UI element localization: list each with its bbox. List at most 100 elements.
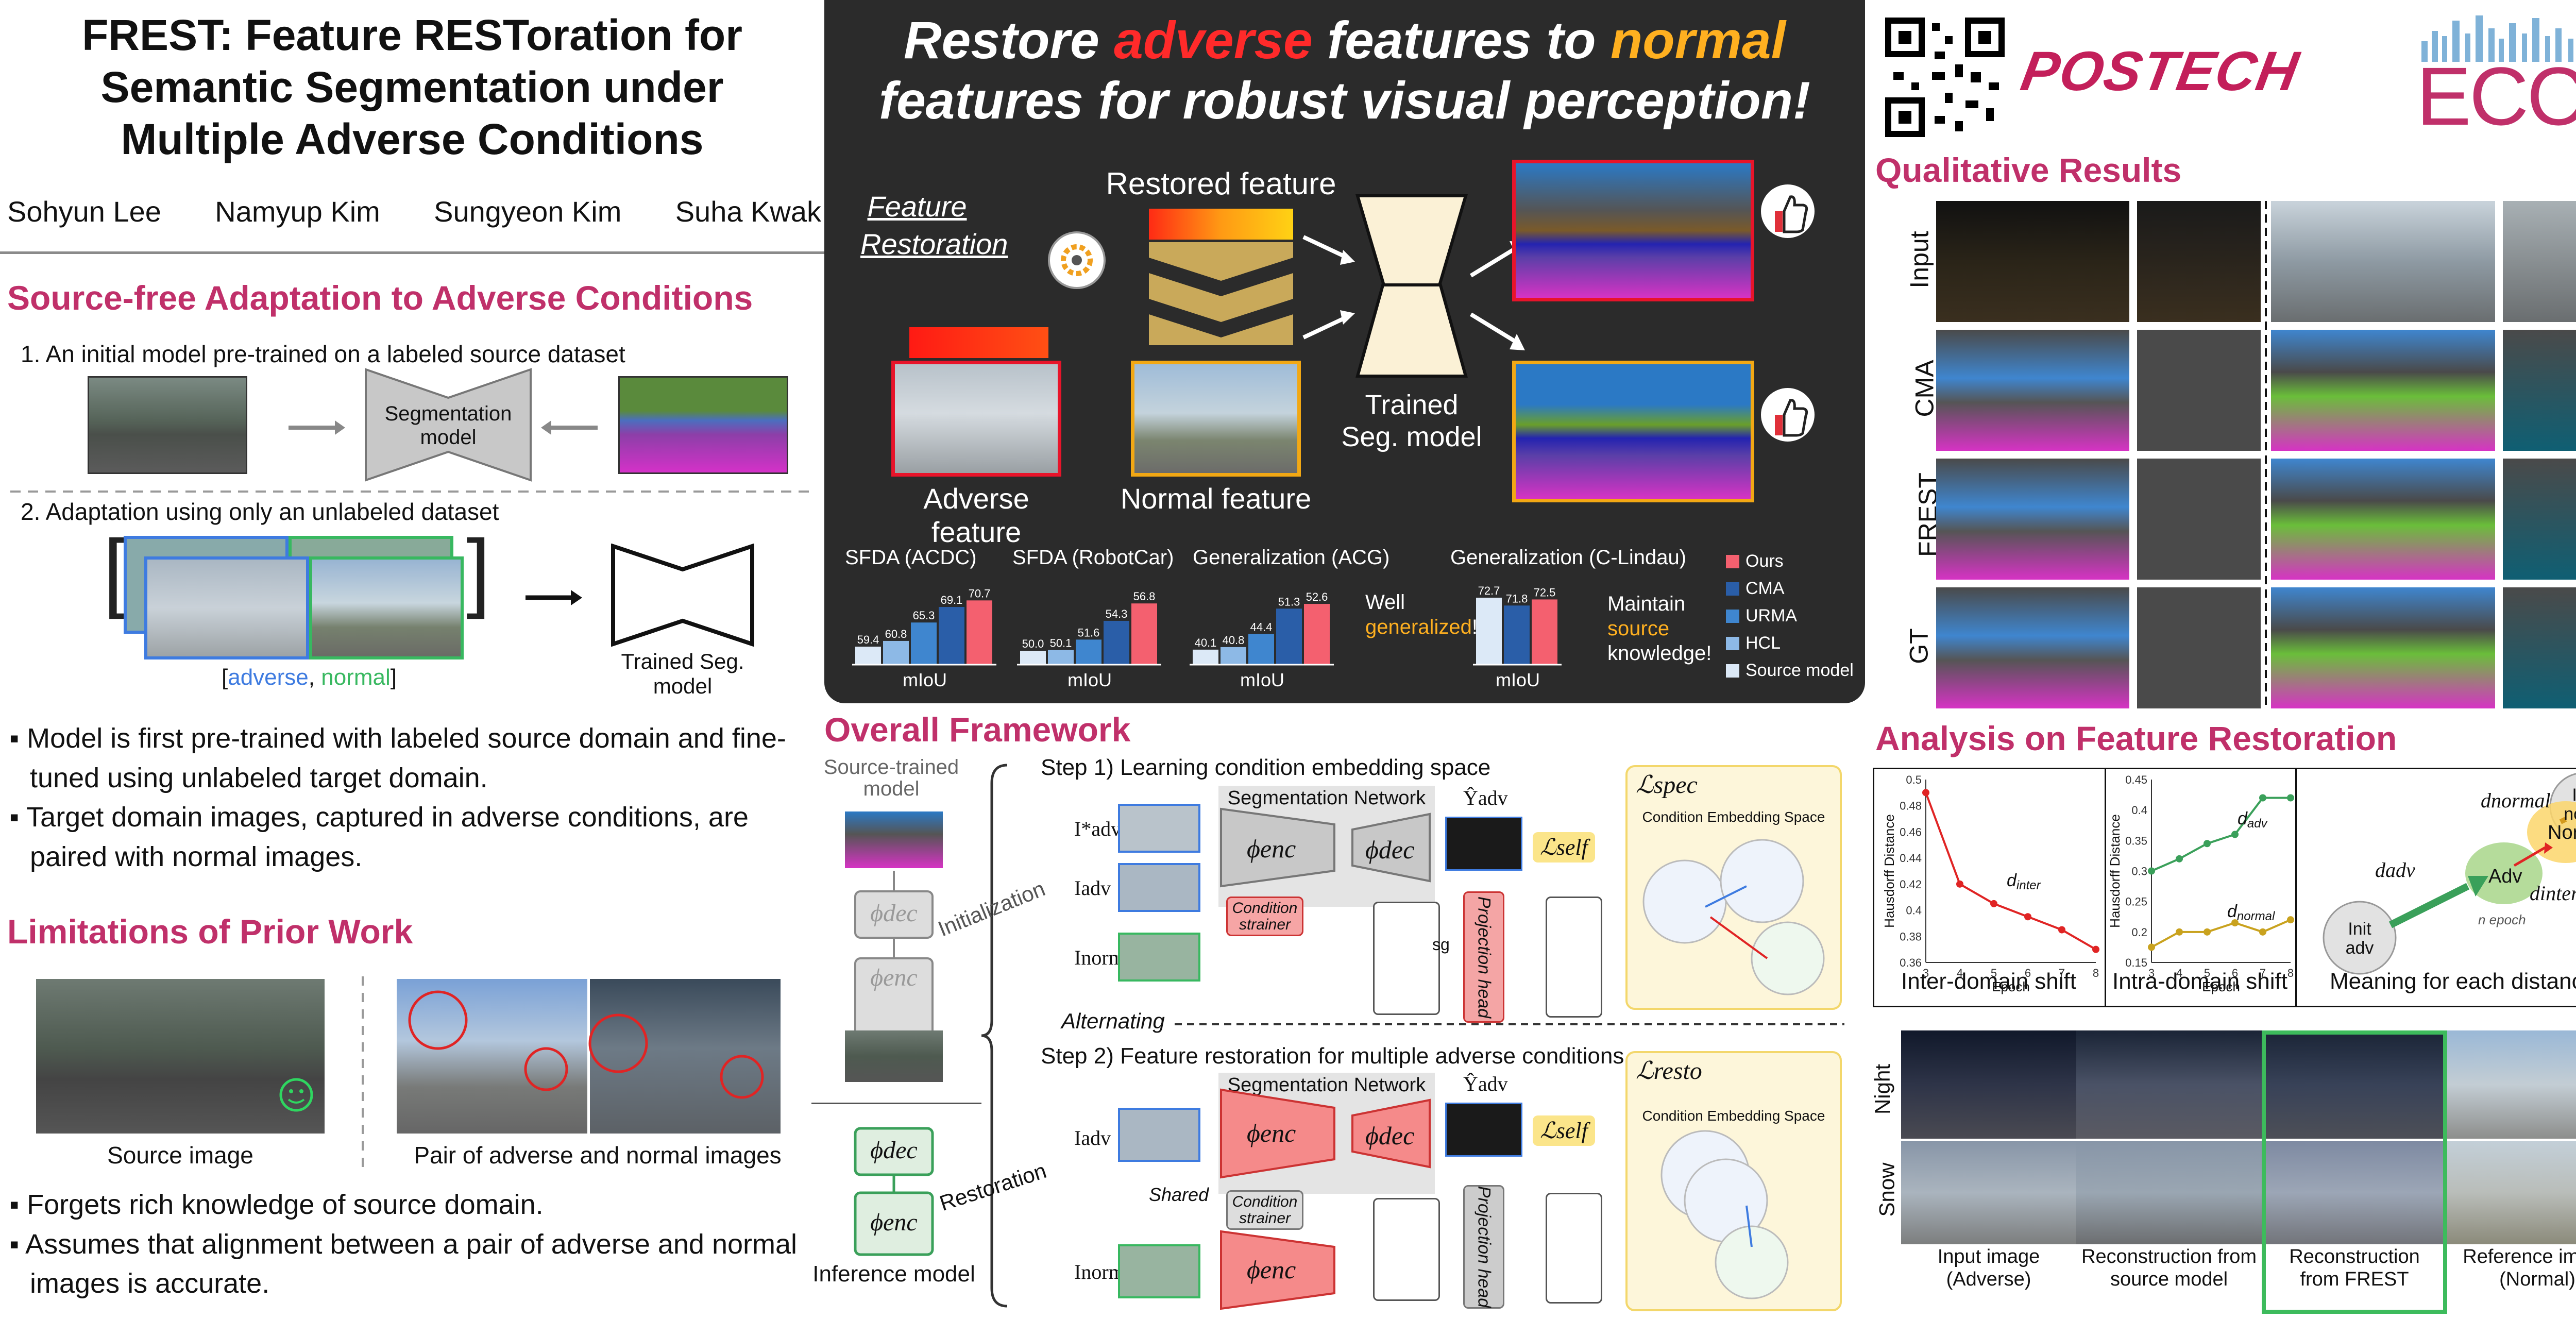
bar — [1076, 639, 1101, 665]
section-title-limitations: Limitations of Prior Work — [7, 912, 413, 951]
section-title-analysis: Analysis on Feature Restoration — [1875, 719, 2397, 757]
recon-row-label: Night — [1870, 1063, 1895, 1115]
bullet-item: ▪ Assumes that alignment between a pair … — [9, 1228, 798, 1299]
red-circle-markers — [408, 990, 764, 1099]
bar — [1248, 634, 1274, 665]
encoder-2-shape — [1220, 1088, 1335, 1179]
x-tick-label: 7 — [2260, 967, 2266, 979]
step1-text: 1. An initial model pre-trained on a lab… — [21, 341, 625, 367]
bar-value-label: 54.3 — [1106, 607, 1128, 620]
analysis-caption: Intra-domain shift — [2112, 969, 2287, 994]
bar — [1048, 650, 1074, 665]
data-point — [2231, 919, 2239, 927]
recon-row-label: Snow — [1874, 1162, 1899, 1217]
init-norm-label: Init norm — [2564, 785, 2576, 824]
bar — [1131, 603, 1157, 665]
qual-frest-day — [2271, 459, 2495, 580]
qual-cma-night-crop — [2137, 330, 2261, 451]
trained-seg-label: Trained Seg. model — [1341, 390, 1482, 453]
distance-meaning-diagram — [2323, 773, 2576, 975]
recon-snow-reference — [2447, 1141, 2576, 1244]
poster-title: FREST: Feature RESToration for Semantic … — [82, 11, 742, 163]
bar-value-label: 50.1 — [1050, 637, 1072, 650]
bar-value-label: 56.8 — [1133, 590, 1156, 603]
series-label: dnormal — [2227, 902, 2275, 923]
data-point — [1922, 789, 1929, 797]
qual-row-label: Input — [1905, 231, 1934, 289]
recon-night-input — [1901, 1030, 2076, 1139]
step2-title: Step 2) Feature restoration for multiple… — [1041, 1043, 1624, 1069]
shared-label: Shared — [1149, 1184, 1209, 1205]
thumbs-up-icon — [1761, 388, 1815, 442]
x-tick-label: 6 — [2232, 967, 2238, 979]
qual-frest-night — [1936, 459, 2129, 580]
author: Namyup Kim — [215, 195, 380, 228]
limitation-adverse-image — [397, 979, 587, 1134]
author: Suha Kwak — [675, 195, 821, 228]
bar-value-label: 59.4 — [857, 633, 879, 646]
recon-snow-source — [2076, 1141, 2262, 1244]
recon-caption: Reconstruction from source model — [2081, 1246, 2257, 1290]
bracket-right: ] — [466, 522, 491, 620]
series-line — [2151, 797, 2291, 872]
bar — [1193, 649, 1218, 665]
y-tick-label: 0.4 — [2131, 804, 2147, 817]
input-norm-image — [1118, 933, 1200, 982]
series-line — [1925, 792, 2096, 951]
encoder-1-shape — [1220, 807, 1335, 888]
bullet-item: ▪ Forgets rich knowledge of source domai… — [9, 1189, 544, 1220]
qual-gt-day-crop — [2503, 587, 2576, 708]
adverse-normal-caption: [adverse, normal] — [222, 665, 397, 690]
embedding-stack-1 — [1546, 897, 1602, 1018]
bar — [1104, 620, 1129, 665]
encoder-2-label: ϕenc — [1247, 1119, 1296, 1147]
x-tick-label: 3 — [1923, 967, 1929, 979]
qual-frest-night-crop — [2137, 459, 2261, 580]
legend-item: URMA — [1726, 602, 1854, 630]
x-tick-label: 8 — [2287, 967, 2294, 979]
source-phi-dec: ϕdec — [870, 900, 918, 927]
data-point — [2287, 794, 2294, 802]
y-axis-label: Hausdorff Distance — [1882, 814, 1897, 928]
input-adv-image-2 — [1118, 1108, 1200, 1162]
l-resto-label: ℒresto — [1636, 1057, 1702, 1085]
data-point — [1956, 880, 1963, 888]
chart-divider — [2105, 768, 2106, 1007]
title-divider — [0, 251, 824, 254]
legend-item: Source model — [1726, 657, 1854, 684]
data-point — [2231, 831, 2239, 838]
arrow-right-icon — [526, 590, 582, 605]
input-i-adv-2: Iadv — [1074, 1126, 1111, 1149]
y-axis-label: Hausdorff Distance — [2107, 814, 2123, 928]
y-adv-1: Ŷadv — [1463, 786, 1508, 809]
framework-separator — [811, 1103, 981, 1104]
seg-network-label-1: Segmentation Network — [1227, 787, 1426, 809]
bar-value-label: 70.7 — [969, 587, 991, 600]
bar-value-label: 51.6 — [1078, 626, 1100, 639]
bar-value-label: 69.1 — [941, 594, 963, 606]
section-title-sfda: Source-free Adaptation to Adverse Condit… — [7, 279, 753, 317]
y-tick-label: 0.15 — [2125, 956, 2147, 969]
author-list: Sohyun Lee Namyup Kim Sungyeon Kim Suha … — [7, 195, 821, 228]
qual-input-day-crop — [2503, 201, 2576, 322]
step2-text: 2. Adaptation using only an unlabeled da… — [21, 498, 499, 525]
recon-caption: Input image (Adverse) — [1937, 1246, 2040, 1290]
inference-phi-enc: ϕenc — [870, 1209, 918, 1236]
x-tick-label: 4 — [1957, 967, 1963, 979]
x-axis-label: mIoU — [1496, 669, 1540, 690]
y-tick-label: 0.2 — [2131, 926, 2147, 939]
data-point — [2024, 913, 2031, 921]
bar-value-label: 40.1 — [1195, 636, 1217, 649]
adverse-feature-block — [909, 327, 1048, 358]
recon-caption: Reference image (Normal) — [2463, 1246, 2576, 1290]
x-axis-label: Epoch — [2202, 979, 2240, 994]
analysis-charts-frame — [1873, 768, 2576, 1007]
n-epoch-label: n epoch — [2478, 912, 2526, 927]
bar — [1221, 647, 1246, 665]
qual-cma-night — [1936, 330, 2129, 451]
bar-value-label: 52.6 — [1306, 590, 1328, 603]
legend-item: Ours — [1726, 548, 1854, 575]
qual-input-day — [2271, 201, 2495, 322]
